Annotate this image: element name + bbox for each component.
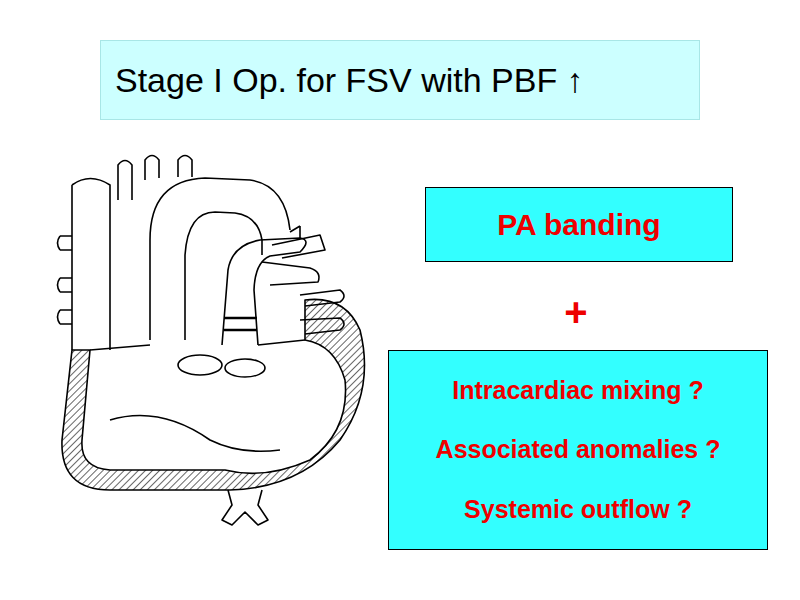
vessel-stub <box>58 310 73 324</box>
box-text: Associated anomalies ? <box>436 435 721 464</box>
head-vessel <box>178 156 192 178</box>
ventricle-wall <box>62 299 365 490</box>
vessel-stub <box>58 236 73 250</box>
pa-branch <box>290 226 300 238</box>
plus-sign: + <box>556 290 596 335</box>
head-vessel <box>118 161 132 201</box>
aorta <box>150 178 290 340</box>
heart-drawing <box>58 156 365 526</box>
svc <box>72 179 110 351</box>
valve <box>178 355 222 375</box>
pulmonary-vein <box>272 235 325 258</box>
box-text: Intracardiac mixing ? <box>452 376 703 405</box>
box-text: Systemic outflow ? <box>464 495 692 524</box>
ivc <box>222 490 268 525</box>
atrial-wall <box>90 340 305 350</box>
title: Stage I Op. for FSV with PBF ↑ <box>115 61 584 100</box>
title-box: Stage I Op. for FSV with PBF ↑ <box>100 40 700 120</box>
process-box: Intracardiac mixing ? Associated anomalie… <box>388 350 768 550</box>
septum <box>110 416 280 452</box>
head-vessel <box>145 156 159 181</box>
pa-branch <box>262 262 319 285</box>
process-box: PA banding <box>425 187 733 262</box>
valve <box>225 359 265 377</box>
vessel-stub <box>58 278 73 292</box>
pulmonary-artery <box>222 238 306 345</box>
pa-band <box>224 318 257 330</box>
box-text: PA banding <box>497 208 660 242</box>
